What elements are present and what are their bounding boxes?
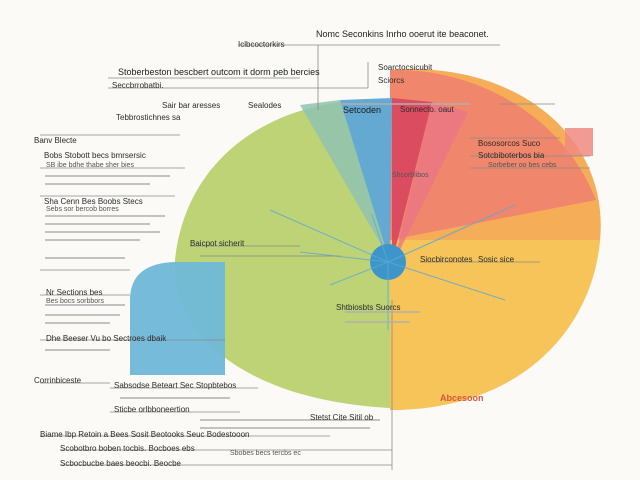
header-b: Seccbrrobatbi. <box>112 81 164 90</box>
bottom-e-label: Scobotbro boben tocbis. Bocboes ebs <box>60 444 195 453</box>
small-text-3: Sorbeber oo bes cebs <box>488 162 557 169</box>
bottom-a-label: Sabsodse Beteart Sec Stopbtebos <box>114 381 237 390</box>
pink-tab <box>565 128 593 156</box>
segment-pink <box>394 102 468 262</box>
segment-teal <box>300 100 390 260</box>
center-top-right-label: Sonnecto. oaut <box>400 105 454 114</box>
side-c-label: Sha Cenn Bes Boobs Stecs <box>44 197 143 206</box>
bottom-c-label: Stetst Cite Sitil ob <box>310 413 374 422</box>
segment-yellow <box>390 240 600 410</box>
bottom-b-label: Sticbe orlbboneertion <box>114 405 190 414</box>
side-b-label: Bobs Stobott becs bmrsersic <box>44 151 146 160</box>
right-a-label: Soarctocsicubit <box>378 63 433 72</box>
sub-a-label: Sair bar aresses <box>162 101 221 110</box>
segment-red <box>392 98 432 262</box>
side-f-label: Corrinbiceste <box>34 376 82 385</box>
bottom-accent-label: Abcesoon <box>440 393 484 403</box>
leader-lines <box>40 44 590 470</box>
right-d-label: Sotcbiboterbos bia <box>478 151 545 160</box>
text-line-placeholders <box>45 103 470 429</box>
sub-c-label: Tebbrostichnes sa <box>116 113 181 122</box>
sub-b-label: Sealodes <box>248 101 282 110</box>
right-g-label: Shcorblibos <box>392 172 429 179</box>
segment-green <box>174 99 390 408</box>
side-a-label: Banv Blecte <box>34 136 77 145</box>
bottom-f-label: Scbocbucbe baes beocbi. Beocbe <box>60 459 181 468</box>
light-blue-box <box>130 262 225 375</box>
small-text-5: Sbobes becs tercbs ec <box>230 450 301 457</box>
small-text-2: Sebs sor bercob borres <box>46 206 119 213</box>
right-e-label: Siocbirconotes <box>420 255 473 264</box>
top-left-label: Iclbcoctorkirs <box>238 40 285 49</box>
segment-blue <box>340 98 392 262</box>
side-d-label: Nr Sections bes <box>46 288 103 297</box>
small-text-4: Bes bocs sorbbors <box>46 298 104 305</box>
right-f-label: Sosic sice <box>478 255 515 264</box>
bottom-d-label: Biame Ibp Retoin a Bees Sosit Beotooks S… <box>40 430 250 439</box>
center-label: Baicpot sicherit <box>190 239 245 248</box>
right-c-label: Bososorcos Suco <box>478 139 541 148</box>
center-top-label: Setcoden <box>343 105 382 115</box>
small-text-1: SB ibe bdhe thabe sher bies <box>46 162 134 169</box>
rays <box>269 204 516 330</box>
top-title: Nomc Seconkins Inrho ooerut ite beaconet… <box>316 29 489 39</box>
right-b-label: Sciorcs <box>378 76 405 85</box>
center-bottom-label: Shtbiosbts Suorcs <box>336 303 401 312</box>
header-a: Stoberbeston bescbert outcom it dorm peb… <box>118 67 320 77</box>
side-e-label: Dhe Beeser Vu bo Sectroes dbaik <box>46 334 167 343</box>
